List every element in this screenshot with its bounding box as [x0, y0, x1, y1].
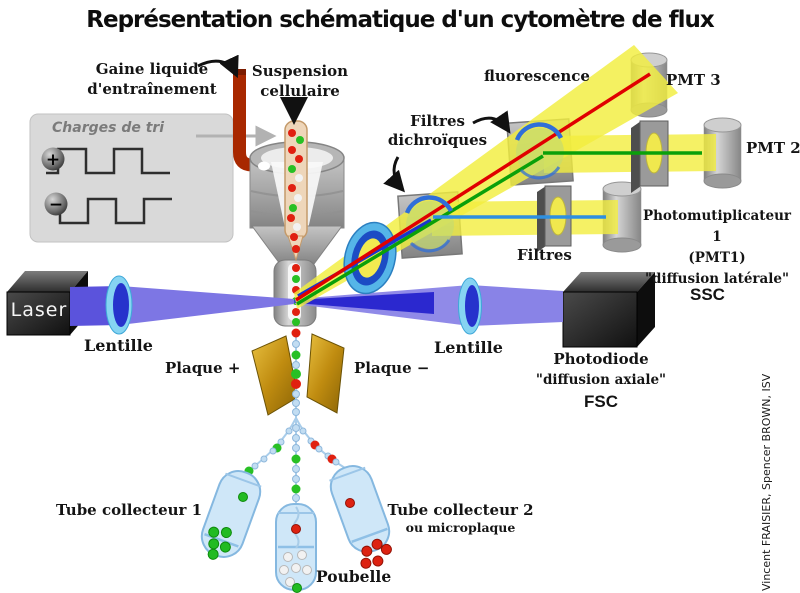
lens-left [105, 275, 133, 335]
plus-glyph: + [46, 150, 60, 170]
deflection-plate-positive [251, 335, 299, 416]
label-filtres: Filtres [517, 246, 572, 264]
pmt1-line1: Photomutiplicateur 1 [642, 208, 792, 245]
collection-lens-ring [343, 221, 397, 295]
sorted-red-cell [345, 498, 355, 508]
photodiode-line2: "diffusion axiale" [535, 372, 667, 388]
label-pmt3: PMT 3 [666, 71, 721, 89]
collector-tube-2 [329, 465, 392, 569]
photodiode-detector [562, 272, 655, 348]
red-ray [295, 72, 651, 302]
collector-tube-1 [200, 470, 262, 560]
gaine-line2: d'entraînement [87, 80, 217, 98]
sorted-green-cell [238, 492, 248, 502]
label-tube-collecteur-2: Tube collecteur 2 ou microplaque [383, 501, 538, 536]
label-fluorescence: fluorescence [484, 67, 590, 85]
dichroic-arrow-right [472, 110, 511, 134]
minus-glyph: − [49, 195, 63, 215]
suspension-line1: Suspension [251, 62, 349, 80]
credit-text: Vincent FRAISIER, Spencer BROWN, ISV [760, 373, 773, 591]
label-gaine-liquide: Gaine liquide d'entraînement [72, 59, 232, 99]
minus-charge-icon [44, 192, 68, 216]
label-pmt2: PMT 2 [746, 139, 800, 157]
pmt1-line2: (PMT1) [688, 250, 746, 266]
tube2-line1: Tube collecteur 2 [387, 501, 534, 519]
fd-line1: Filtres [410, 112, 465, 130]
fd-line2: dichroïques [387, 131, 488, 149]
label-suspension: Suspension cellulaire [245, 61, 355, 101]
dichroic-arrow-left [383, 156, 405, 193]
filter-plate-ssc [537, 185, 572, 252]
label-lentille-left: Lentille [84, 336, 153, 355]
filter-plate-pmt2 [631, 120, 669, 193]
page-title: Représentation schématique d'un cytomètr… [86, 7, 714, 33]
deflection-plate-negative [306, 333, 345, 414]
sort-charges-panel: + − [29, 113, 277, 243]
photodiode-line1: Photodiode [553, 350, 649, 368]
label-tube-collecteur-1: Tube collecteur 1 [56, 501, 203, 519]
annotation-arrows [197, 54, 511, 193]
label-charges-de-tri: Charges de tri [52, 120, 165, 136]
laser-beam-core [295, 292, 434, 314]
label-photodiode: Photodiode "diffusion axiale" FSC [526, 349, 676, 412]
signal-rays [295, 72, 651, 306]
sample-tube [284, 120, 308, 326]
gaine-line1: Gaine liquide [95, 60, 209, 78]
label-plaque-minus: Plaque − [354, 359, 430, 377]
pmt1-line3: "diffusion latérale" [644, 271, 790, 287]
droplets [244, 328, 340, 502]
green-ray-diagonal [296, 154, 544, 306]
label-lentille-right: Lentille [434, 338, 503, 357]
plus-charge-icon [41, 147, 65, 171]
dichroic-arcs [404, 122, 564, 253]
label-poubelle: Poubelle [316, 567, 392, 586]
droplet-streams [244, 328, 346, 504]
tube2-line2: ou microplaque [405, 520, 516, 535]
waste-tube [275, 503, 317, 593]
label-ssc: SSC [690, 285, 725, 304]
suspension-line2: cellulaire [260, 82, 340, 100]
label-filtres-dichroiques: Filtres dichroïques [385, 112, 490, 150]
label-plaque-plus: Plaque + [165, 359, 241, 377]
label-fsc: FSC [584, 392, 618, 411]
label-laser: Laser [10, 299, 68, 321]
lens-right [458, 277, 482, 335]
label-pmt1: Photomutiplicateur 1 (PMT1) "diffusion l… [637, 206, 797, 290]
gaine-arrow [197, 54, 239, 79]
